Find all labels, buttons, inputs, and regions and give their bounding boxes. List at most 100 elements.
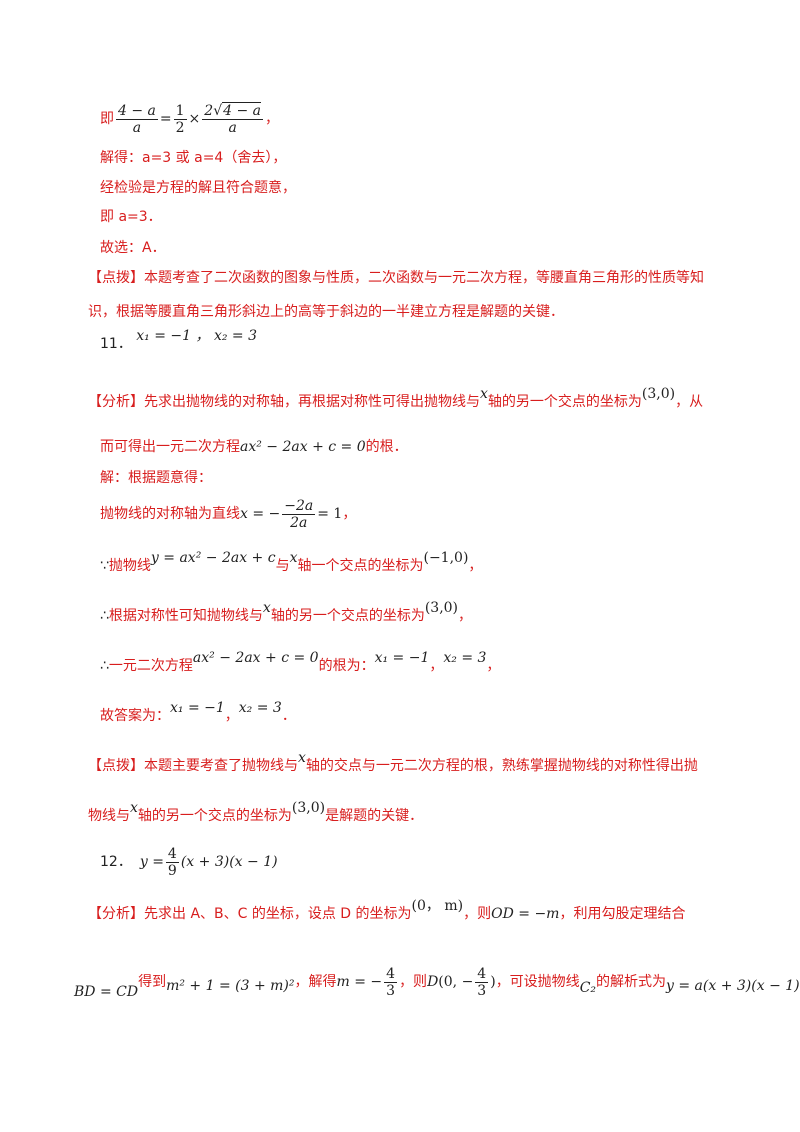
denominator: 3 xyxy=(386,982,396,999)
curve-label: C₂ xyxy=(579,980,597,996)
equation: m² + 1 = (3 + m)² xyxy=(166,978,295,994)
question-12: 12． y = 4 9 (x + 3)(x − 1) xyxy=(100,845,278,879)
text: 【分析】先求出 A、B、C 的坐标，设点 D 的坐标为 xyxy=(88,906,412,922)
text: 即 xyxy=(100,111,114,127)
numerator: 1 xyxy=(173,102,187,120)
solution-header: 解：根据题意得： xyxy=(100,470,212,486)
equation: ax² − 2ax + c = 0 xyxy=(240,439,366,455)
numerator: 4 xyxy=(165,845,179,863)
roots-line: ∴一元二次方程ax² − 2ax + c = 0的根为：x₁ = −1，x₂ =… xyxy=(100,650,501,676)
therefore-symbol: ∴ xyxy=(100,658,109,674)
denominator: 2a xyxy=(290,514,308,531)
numerator: 4 xyxy=(475,965,489,983)
tip-line-1: 【点拨】本题主要考查了抛物线与x轴的交点与一元二次方程的根，熟练掌握抛物线的对称… xyxy=(88,750,698,776)
equals-sign: = xyxy=(159,111,172,127)
given-line: ∵抛物线y = ax² − 2ax + c与x轴一个交点的坐标为(−1,0)， xyxy=(100,550,483,576)
analysis-line-1: 【分析】先求出抛物线的对称轴，再根据对称性可得出抛物线与x轴的另一个交点的坐标为… xyxy=(88,386,704,412)
text: 的解析式为 xyxy=(596,974,667,990)
question-11: 11． x₁ = −1 ， x₂ = 3 xyxy=(100,328,257,354)
point: (3,0) xyxy=(291,800,326,816)
numerator: −2a xyxy=(282,497,316,515)
text: 【分析】先求出抛物线的对称轴，再根据对称性可得出抛物线与 xyxy=(88,394,480,410)
root: x₂ = 3 xyxy=(443,650,487,666)
root: x₁ = −1 xyxy=(170,700,225,716)
text: 轴的另一个交点的坐标为 xyxy=(487,394,642,410)
fraction: 4 3 xyxy=(475,965,489,999)
denominator: a xyxy=(228,119,237,136)
equation: y = a(x + 3)(x − 1) xyxy=(666,978,800,994)
coefficient: 2 xyxy=(204,102,214,119)
axis-of-symmetry-line: 抛物线的对称轴为直线 x = − −2a 2a = 1 ， xyxy=(100,497,357,531)
variable: x xyxy=(130,800,138,816)
variable: x xyxy=(262,600,271,616)
equation-part: x = − xyxy=(240,506,281,522)
analysis-12-line-2: BD = CD 得到 m² + 1 = (3 + m)² ，解得 m = − 4… xyxy=(74,962,800,1002)
text: 轴一个交点的坐标为 xyxy=(297,558,424,574)
times-sign: × xyxy=(188,111,201,127)
question-number: 11． xyxy=(100,336,132,352)
equation-part: = 1 xyxy=(317,506,343,522)
sqrt-sign: √ xyxy=(213,102,223,119)
text: 抛物线的对称轴为直线 xyxy=(100,506,240,522)
point-label: D xyxy=(427,974,439,990)
text: 根据对称性可知抛物线与 xyxy=(108,608,263,624)
equation: BD = CD xyxy=(74,984,139,1000)
text: ，利用勾股定理结合 xyxy=(559,906,686,922)
tip-line-2: 物线与x轴的另一个交点的坐标为(3,0)是解题的关键． xyxy=(88,800,423,826)
text: ， xyxy=(486,658,501,674)
point: (0， m) xyxy=(411,898,464,914)
text: ，解得 xyxy=(294,974,337,990)
root: x₁ = −1 xyxy=(374,650,430,666)
fraction: 4 − a a xyxy=(116,103,158,136)
root: x₂ = 3 xyxy=(238,700,282,716)
fraction: −2a 2a xyxy=(282,497,316,531)
text: 与 xyxy=(275,558,290,574)
text: 轴的另一个交点的坐标为 xyxy=(137,808,292,824)
text: 轴的另一个交点的坐标为 xyxy=(270,608,425,624)
fraction: 4 3 xyxy=(384,965,398,999)
text: 而可得出一元二次方程 xyxy=(100,439,240,455)
denominator: a xyxy=(132,119,142,136)
numerator: 2√4 − a xyxy=(202,101,264,120)
answer-math: x₁ = −1 ， x₂ = 3 xyxy=(136,328,258,344)
point: (3,0) xyxy=(424,600,459,616)
answer-line: 故答案为：x₁ = −1，x₂ = 3． xyxy=(100,700,296,726)
text: 的根为： xyxy=(318,658,375,674)
fraction: 4 9 xyxy=(165,845,179,879)
text: 【点拨】本题主要考查了抛物线与 xyxy=(88,758,298,774)
text: ， xyxy=(342,506,357,522)
equation-line-1: 即 4 − a a = 1 2 × 2√4 − a a ， xyxy=(100,101,280,136)
equation-part: ) xyxy=(490,974,496,990)
text: ， xyxy=(468,558,483,574)
radicand: 4 − a xyxy=(222,101,262,119)
text: ，从 xyxy=(675,394,704,410)
analysis-line-2: 而可得出一元二次方程ax² − 2ax + c = 0的根． xyxy=(100,437,408,457)
point: (−1,0) xyxy=(423,550,469,566)
equation-part: y = xyxy=(139,854,164,870)
question-number: 12． xyxy=(100,854,132,870)
text: 抛物线 xyxy=(108,558,151,574)
analysis-12-line-1: 【分析】先求出 A、B、C 的坐标，设点 D 的坐标为(0， m)，则OD = … xyxy=(88,898,686,924)
variable: x xyxy=(298,750,306,766)
because-symbol: ∵ xyxy=(100,558,109,574)
equation: OD = −m xyxy=(491,906,560,922)
punctuation: ， xyxy=(265,111,280,127)
text: 物线与 xyxy=(88,808,130,824)
text: 得到 xyxy=(138,974,167,990)
variable: x xyxy=(480,386,488,402)
equation-part: (0, − xyxy=(438,974,474,990)
equation-part: (x + 3)(x − 1) xyxy=(180,854,278,870)
denominator: 3 xyxy=(477,982,487,999)
verification-text: 经检验是方程的解且符合题意， xyxy=(100,180,296,196)
text: ， xyxy=(458,608,473,624)
text: ． xyxy=(281,708,296,724)
text: ， xyxy=(224,708,239,724)
equation-part: m = − xyxy=(336,974,383,990)
text: ，可设抛物线 xyxy=(495,974,580,990)
text: ， xyxy=(429,658,444,674)
therefore-symbol: ∴ xyxy=(100,608,109,624)
denominator: 9 xyxy=(167,862,177,879)
equation: ax² − 2ax + c = 0 xyxy=(192,650,319,666)
numerator: 4 xyxy=(384,965,398,983)
symmetry-line: ∴根据对称性可知抛物线与x轴的另一个交点的坐标为(3,0)， xyxy=(100,600,473,626)
